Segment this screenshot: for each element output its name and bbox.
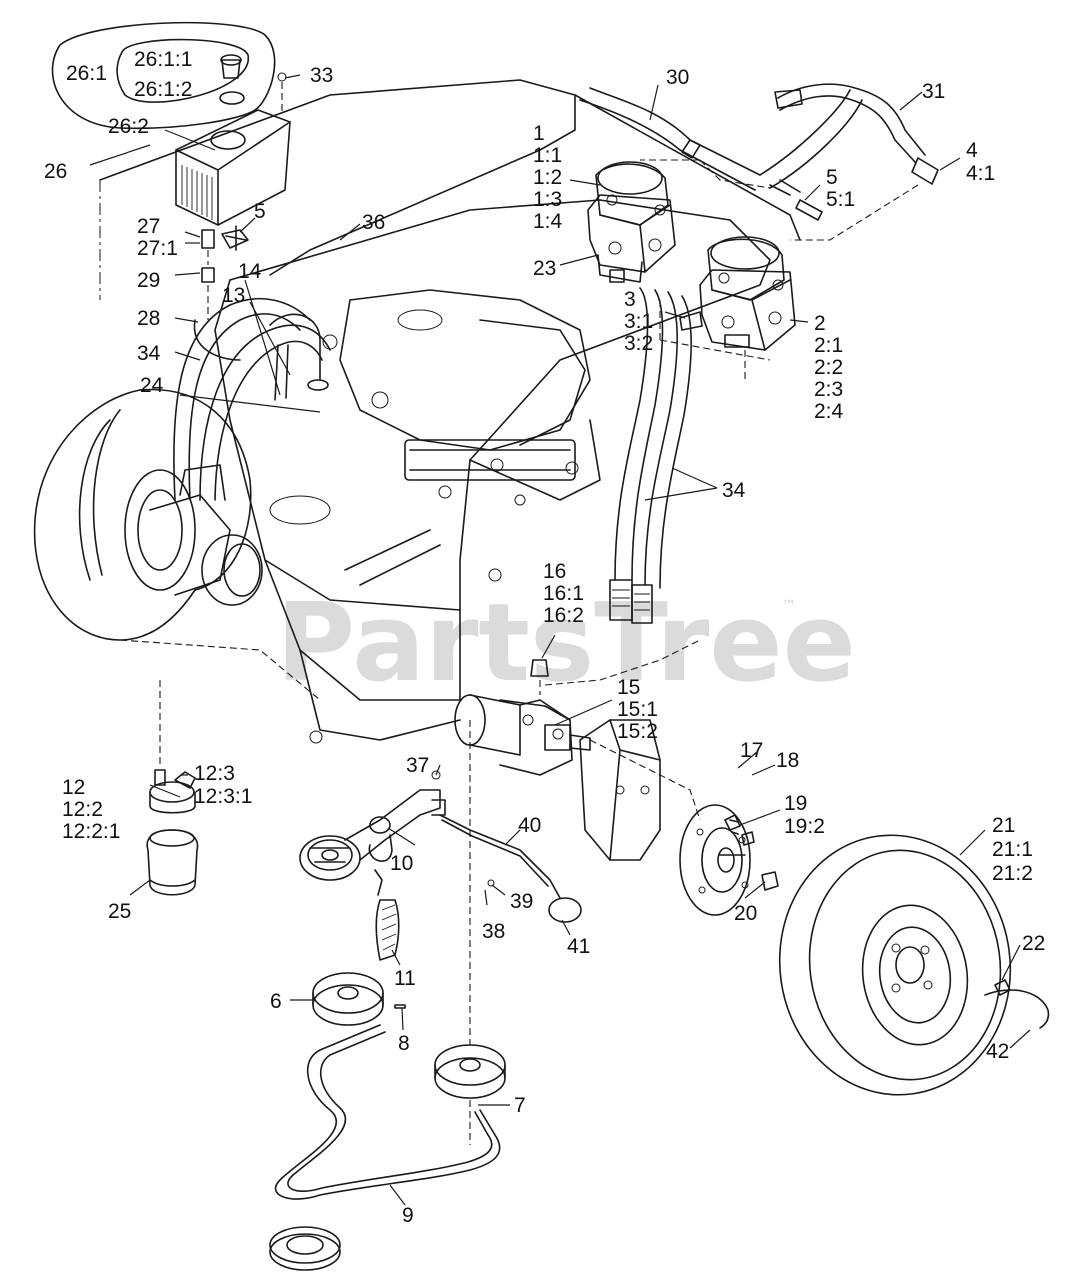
callout-27: 27 <box>137 215 160 238</box>
callout-12-2: 12:2 <box>62 798 103 821</box>
callout-26: 26 <box>44 160 67 183</box>
callout-38: 38 <box>482 920 505 943</box>
callout-13: 13 <box>222 284 245 307</box>
callout-1-3: 1:3 <box>533 188 562 211</box>
callout-5-left: 5 <box>254 200 266 223</box>
callout-41: 41 <box>567 935 590 958</box>
leader-lines <box>89 74 1031 1206</box>
right-wheel <box>778 834 1050 1096</box>
callout-25: 25 <box>108 900 131 923</box>
callout-8: 8 <box>398 1032 410 1055</box>
callout-14: 14 <box>238 260 262 283</box>
callout-18: 18 <box>776 749 799 772</box>
callout-6: 6 <box>270 990 282 1013</box>
callout-2-2: 2:2 <box>814 356 843 379</box>
callout-labels: 26:1:1 26:1 26:1:2 26:2 26 33 27 27:1 5 … <box>44 48 1045 1227</box>
callout-28: 28 <box>137 307 160 330</box>
callout-3-2: 3:2 <box>624 332 653 355</box>
callout-24: 24 <box>140 374 164 397</box>
watermark-text: PartsTree <box>276 581 856 706</box>
callout-12-3-1: 12:3:1 <box>194 785 252 808</box>
callout-15: 15 <box>617 676 640 699</box>
callout-16-1: 16:1 <box>543 582 584 605</box>
callout-11: 11 <box>394 967 416 990</box>
callout-26-1-1: 26:1:1 <box>134 48 192 71</box>
callout-33: 33 <box>310 64 333 87</box>
callout-21-1: 21:1 <box>992 838 1033 861</box>
hydraulic-hoses-upper <box>225 83 939 251</box>
hydraulic-pump-upper <box>587 161 676 283</box>
callout-20: 20 <box>734 902 757 925</box>
callout-26-1-2: 26:1:2 <box>134 78 192 101</box>
callout-2-3: 2:3 <box>814 378 843 401</box>
callout-36: 36 <box>362 211 385 234</box>
callout-42: 42 <box>986 1040 1009 1063</box>
callout-26-1: 26:1 <box>66 62 107 85</box>
hydraulic-tank <box>51 21 291 361</box>
callout-4: 4 <box>966 139 978 162</box>
wheel-hub-and-motor <box>454 639 779 916</box>
callout-21-2: 21:2 <box>992 862 1033 885</box>
callout-1-1: 1:1 <box>533 144 562 167</box>
callout-29: 29 <box>137 269 160 292</box>
hydraulic-hoses-left <box>173 297 331 501</box>
callout-31: 31 <box>922 80 945 103</box>
callout-2-1: 2:1 <box>814 334 843 357</box>
callout-10: 10 <box>390 852 413 875</box>
watermark-trademark: ™ <box>782 598 796 614</box>
callout-15-1: 15:1 <box>617 698 658 721</box>
callout-16-2: 16:2 <box>543 604 584 627</box>
callout-9: 9 <box>402 1204 414 1227</box>
callout-5-1: 5:1 <box>826 188 855 211</box>
callout-34-left: 34 <box>137 342 161 365</box>
callout-15-2: 15:2 <box>617 720 658 743</box>
callout-23: 23 <box>533 257 556 280</box>
callout-21: 21 <box>992 814 1015 837</box>
callout-12: 12 <box>62 776 85 799</box>
callout-1-4: 1:4 <box>533 210 563 233</box>
callout-12-3: 12:3 <box>194 762 235 785</box>
callout-26-2: 26:2 <box>108 115 149 138</box>
callout-1: 1 <box>533 122 545 145</box>
pulleys-and-belt <box>269 720 506 1271</box>
callout-39: 39 <box>510 890 533 913</box>
idler-arm-assembly <box>299 770 582 961</box>
callout-12-2-1: 12:2:1 <box>62 820 120 843</box>
callout-40: 40 <box>518 814 541 837</box>
callout-5-right: 5 <box>826 166 838 189</box>
watermark: PartsTree ™ <box>276 581 856 706</box>
callout-34-right: 34 <box>722 479 746 502</box>
callout-2-4: 2:4 <box>814 400 844 423</box>
callout-2: 2 <box>814 312 826 335</box>
hydraulic-hoses-right <box>609 287 693 624</box>
callout-17: 17 <box>740 739 763 762</box>
callout-1-2: 1:2 <box>533 166 562 189</box>
callout-22: 22 <box>1022 932 1045 955</box>
hydraulic-pump-lower <box>659 236 796 380</box>
callout-4-1: 4:1 <box>966 162 995 185</box>
callout-37: 37 <box>406 754 429 777</box>
left-wheel <box>33 388 321 701</box>
callout-16: 16 <box>543 560 566 583</box>
tank-hatching <box>181 165 213 220</box>
callout-3-1: 3:1 <box>624 310 653 333</box>
callout-3: 3 <box>624 288 636 311</box>
callout-19: 19 <box>784 792 807 815</box>
callout-7: 7 <box>514 1094 526 1117</box>
callout-19-2: 19:2 <box>784 815 825 838</box>
callout-30: 30 <box>666 66 689 89</box>
oil-filter-assembly <box>146 680 199 896</box>
callout-27-1: 27:1 <box>137 237 178 260</box>
